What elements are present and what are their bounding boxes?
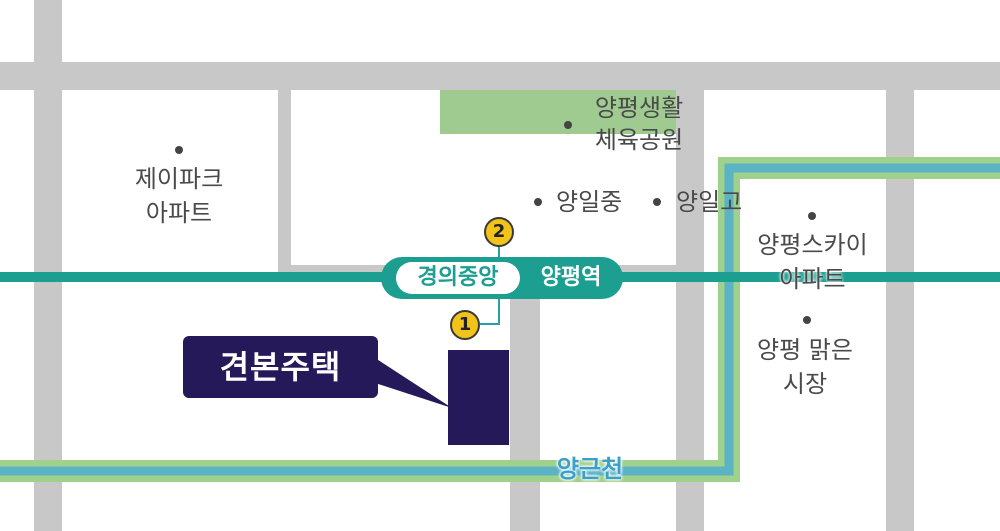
sky-apt-label-line1: 양평스카이 [757, 231, 868, 259]
middle-school-dot [534, 198, 542, 206]
exit-1-connector-v [498, 298, 500, 325]
sports-park-label-line1: 양평생활 [594, 94, 684, 122]
exit-2-badge: 2 [484, 217, 514, 247]
stream-label: 양근천 [556, 455, 624, 483]
jeipark-label-line2: 아파트 [145, 199, 213, 227]
model-house-building [448, 350, 509, 445]
road-horizontal-top [0, 62, 1000, 90]
road-block-outline [278, 90, 291, 270]
stream-inner [0, 163, 1000, 476]
high-school-label: 양일고 [676, 188, 743, 216]
road-vertical-center [510, 278, 540, 531]
model-house-label: 견본주택 [183, 336, 378, 398]
station-name: 양평역 [540, 265, 602, 290]
sports-park-label-line2: 체육공원 [594, 126, 684, 154]
market-dot [803, 316, 811, 324]
callout-pointer [372, 356, 452, 408]
exit-1-badge: 1 [450, 310, 480, 340]
middle-school-label: 양일중 [556, 188, 623, 216]
exit-1-connector-h [480, 323, 500, 325]
sky-apt-dot [808, 212, 816, 220]
jeipark-label-line1: 제이파크 [134, 165, 224, 193]
sports-park-area [440, 90, 676, 134]
sports-park-dot [564, 121, 572, 129]
high-school-dot [653, 198, 661, 206]
sky-apt-label-line2: 아파트 [779, 265, 846, 293]
market-label-line2: 시장 [782, 370, 828, 398]
road-vertical-left [34, 0, 62, 531]
road-vertical-right [676, 90, 704, 531]
exit-2-connector [498, 245, 500, 259]
market-label-line1: 양평 맑은 [757, 336, 853, 364]
subway-line-name: 경의중앙 [396, 262, 520, 294]
jeipark-dot [175, 146, 183, 154]
